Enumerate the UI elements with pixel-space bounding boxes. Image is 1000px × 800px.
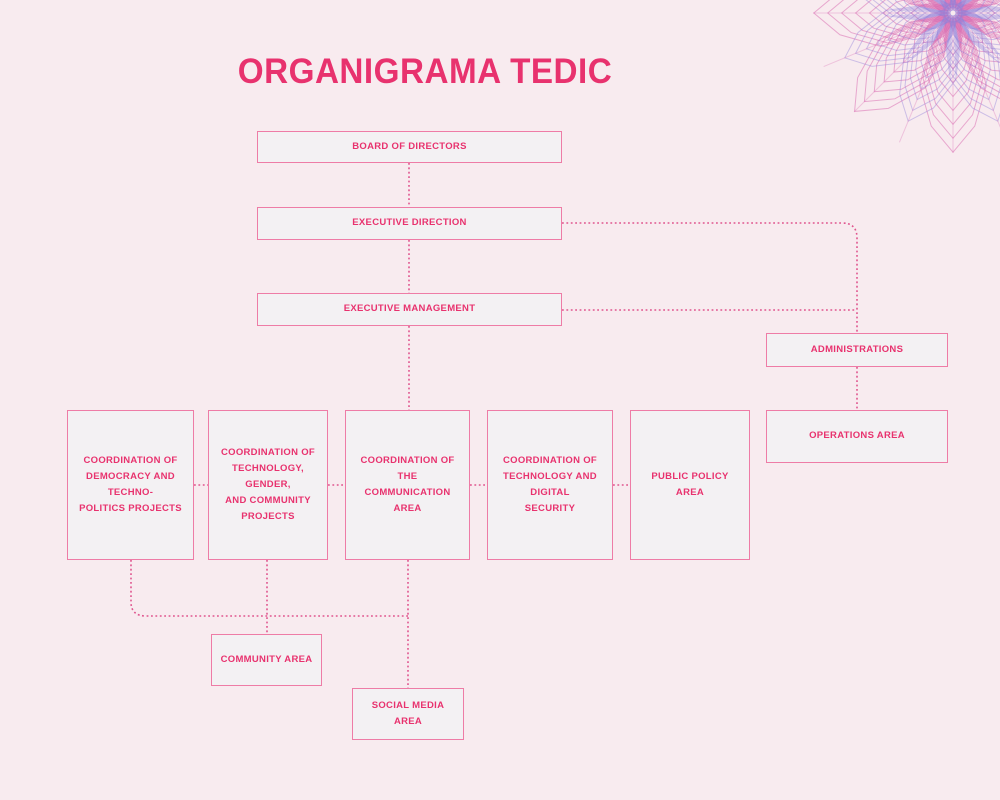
node-board-of-directors: BOARD OF DIRECTORS	[257, 131, 562, 163]
node-label: COORDINATION OF TECHNOLOGY AND DIGITAL S…	[502, 454, 598, 515]
node-label: OPERATIONS AREA	[809, 430, 905, 442]
node-label: SOCIAL MEDIA AREA	[371, 699, 445, 727]
node-coordination-technology-gender-community: COORDINATION OF TECHNOLOGY, GENDER, AND …	[208, 410, 328, 560]
page-title: ORGANIGRAMA TEDIC	[237, 52, 613, 91]
node-label: COORDINATION OF DEMOCRACY AND TECHNO- PO…	[79, 454, 182, 515]
node-label: PUBLIC POLICY AREA	[651, 470, 729, 498]
node-public-policy-area: PUBLIC POLICY AREA	[630, 410, 750, 560]
node-social-media-area: SOCIAL MEDIA AREA	[352, 688, 464, 740]
node-label: BOARD OF DIRECTORS	[352, 140, 467, 152]
connector-executive-direction-administrations	[562, 222, 858, 333]
node-label: COORDINATION OF THE COMMUNICATION AREA	[360, 454, 455, 515]
node-executive-management: EXECUTIVE MANAGEMENT	[257, 293, 562, 326]
node-coordination-communication-area: COORDINATION OF THE COMMUNICATION AREA	[345, 410, 470, 560]
node-administrations: ADMINISTRATIONS	[766, 333, 948, 367]
node-label: COMMUNITY AREA	[220, 653, 313, 665]
node-coordination-democracy-technopolitics: COORDINATION OF DEMOCRACY AND TECHNO- PO…	[67, 410, 194, 560]
node-label: EXECUTIVE DIRECTION	[352, 217, 467, 229]
node-label: COORDINATION OF TECHNOLOGY, GENDER, AND …	[220, 446, 316, 523]
node-label: ADMINISTRATIONS	[810, 343, 904, 355]
node-operations-area: OPERATIONS AREA	[766, 410, 948, 463]
node-coordination-technology-digital-security: COORDINATION OF TECHNOLOGY AND DIGITAL S…	[487, 410, 613, 560]
node-community-area: COMMUNITY AREA	[211, 634, 322, 686]
node-label: EXECUTIVE MANAGEMENT	[343, 303, 476, 315]
spirograph-flower-decoration	[760, 0, 1000, 200]
node-executive-direction: EXECUTIVE DIRECTION	[257, 207, 562, 240]
connector-democracy-bottom-tie	[130, 560, 408, 617]
